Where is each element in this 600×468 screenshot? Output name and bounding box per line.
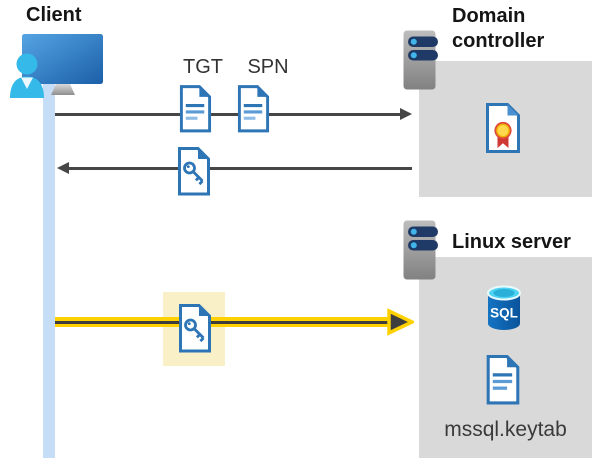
response-arrow-line <box>69 167 412 170</box>
tgt-document-icon <box>179 85 212 133</box>
key-document-icon <box>178 147 210 196</box>
linux-server-label: Linux server <box>452 231 571 253</box>
request-arrow-head-icon <box>400 107 412 120</box>
sql-database-icon: SQL <box>487 285 521 330</box>
keytab-document-icon <box>486 355 520 405</box>
keytab-label: mssql.keytab <box>444 418 567 441</box>
service-arrow-core <box>55 320 392 324</box>
service-key-document-icon <box>179 304 211 353</box>
certificate-icon <box>486 103 520 153</box>
sql-badge-label: SQL <box>490 306 518 321</box>
domain-controller-label: Domain controller <box>452 5 545 52</box>
response-arrow-head-icon <box>57 161 69 174</box>
spn-document-icon <box>237 85 270 133</box>
client-icon <box>10 34 103 98</box>
service-arrow-head-icon <box>387 308 414 336</box>
spn-label: SPN <box>247 56 289 78</box>
tgt-label: TGT <box>183 56 223 78</box>
client-lifeline <box>43 84 55 458</box>
linux-server-icon <box>403 220 438 280</box>
client-label: Client <box>26 4 82 26</box>
request-arrow-line <box>55 113 400 116</box>
domain-controller-server-icon <box>403 30 438 90</box>
service-arrow-line <box>55 317 392 327</box>
